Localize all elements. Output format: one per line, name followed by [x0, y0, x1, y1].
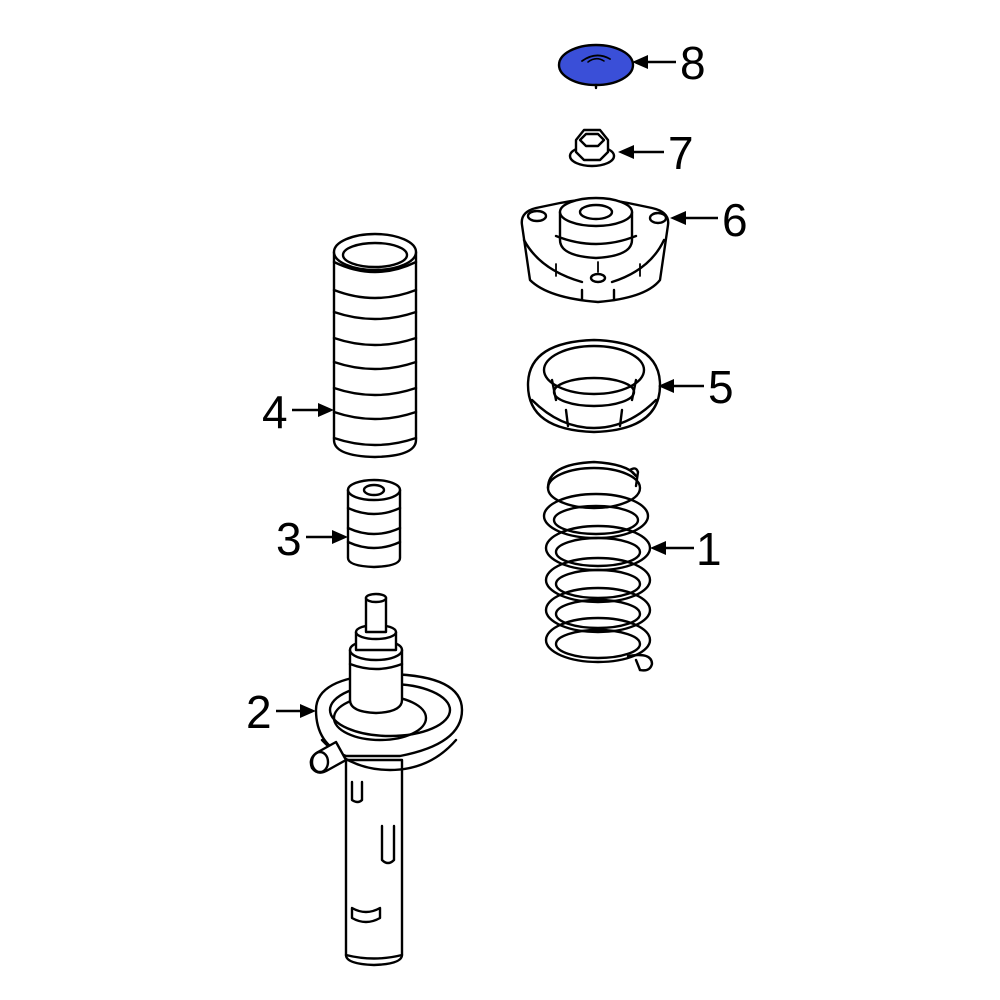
callout-1: 1 [650, 523, 722, 575]
svg-text:8: 8 [680, 37, 706, 89]
strut-mount[interactable] [520, 196, 670, 304]
svg-text:3: 3 [276, 513, 302, 565]
callout-5: 5 [658, 361, 734, 413]
callout-8: 8 [632, 37, 706, 89]
svg-text:2: 2 [246, 686, 272, 738]
coil-spring[interactable] [542, 460, 654, 672]
dust-cap[interactable] [557, 43, 635, 90]
callout-4: 4 [262, 386, 334, 438]
bump-stop[interactable] [346, 478, 402, 569]
mount-nut[interactable] [568, 128, 616, 168]
svg-text:5: 5 [708, 361, 734, 413]
callout-6: 6 [670, 194, 748, 246]
callout-7: 7 [618, 127, 694, 179]
svg-text:1: 1 [696, 523, 722, 575]
svg-text:4: 4 [262, 386, 288, 438]
strut-assembly[interactable] [309, 592, 464, 967]
svg-text:7: 7 [668, 127, 694, 179]
callout-3: 3 [276, 513, 348, 565]
spring-seat[interactable] [526, 338, 662, 434]
svg-text:6: 6 [722, 194, 748, 246]
dust-boot[interactable] [332, 232, 418, 459]
callout-2: 2 [246, 686, 316, 738]
